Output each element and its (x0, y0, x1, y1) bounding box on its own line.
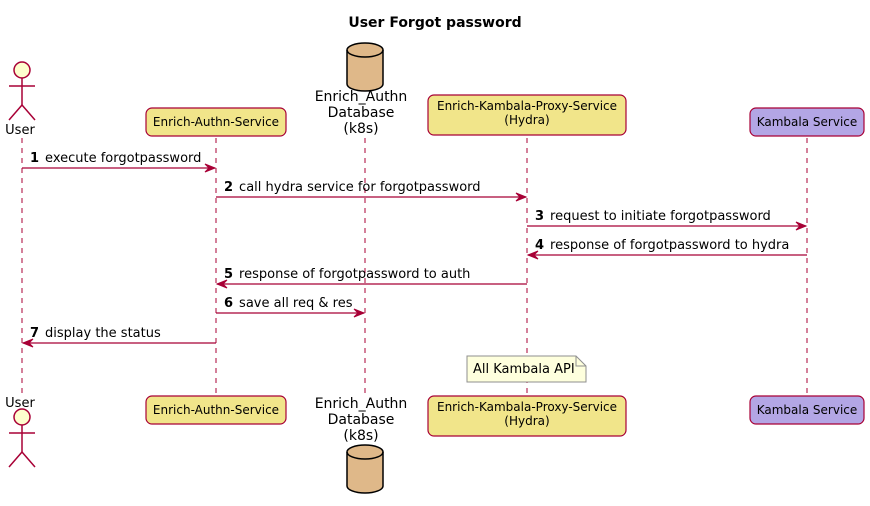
arrowhead-icon (526, 250, 539, 260)
participant-proxy-foot: Enrich-Kambala-Proxy-Service(Hydra) (427, 395, 627, 437)
lifelines (21, 138, 808, 395)
actor-icon (8, 408, 36, 468)
participant-label: (Hydra) (504, 414, 549, 428)
participant-authn-head: Enrich-Authn-Service (145, 107, 287, 137)
arrowhead-icon (795, 221, 808, 231)
participant-box (749, 395, 865, 425)
participant-label: Enrich_Authn (315, 396, 408, 412)
participant-feet: User Enrich-Authn-Service Enrich_AuthnData… (5, 395, 865, 494)
participant-label: (Hydra) (504, 113, 549, 127)
participant-kambala-head: Kambala Service (749, 107, 865, 137)
participant-kambala-foot: Kambala Service (749, 395, 865, 425)
arrowhead-icon (515, 192, 528, 202)
note: All Kambala API (466, 355, 587, 383)
participant-label: User (5, 123, 35, 138)
participant-box (427, 395, 627, 437)
participant-label: User (5, 396, 35, 411)
participant-label: Enrich-Authn-Service (153, 403, 279, 417)
participant-label: (k8s) (343, 428, 378, 444)
participant-proxy-head: Enrich-Kambala-Proxy-Service(Hydra) (427, 94, 627, 136)
database-icon (346, 42, 384, 92)
note-text: All Kambala API (473, 362, 575, 377)
arrowhead-icon (353, 308, 366, 318)
note-box (466, 355, 587, 383)
participant-label: Enrich_Authn (315, 89, 408, 105)
participant-box (749, 107, 865, 137)
arrowhead-icon (204, 163, 217, 173)
participant-box (145, 107, 287, 137)
diagram-title: User Forgot password (348, 15, 521, 31)
participant-label: Kambala Service (757, 115, 858, 129)
database-icon (346, 444, 384, 494)
participant-label: Enrich-Kambala-Proxy-Service (437, 400, 617, 414)
participant-box (145, 395, 287, 425)
participant-box (427, 94, 627, 136)
participant-label: Enrich-Authn-Service (153, 115, 279, 129)
participant-user-foot: User (5, 396, 36, 468)
participant-label: Database (328, 412, 395, 428)
participant-heads: User Enrich-Authn-Service Enrich_AuthnData… (5, 42, 865, 138)
participant-label: Kambala Service (757, 403, 858, 417)
arrowhead-icon (215, 279, 228, 289)
participant-label: Enrich-Kambala-Proxy-Service (437, 99, 617, 113)
participant-user-head: User (5, 61, 36, 138)
actor-icon (8, 61, 36, 121)
participant-authn-foot: Enrich-Authn-Service (145, 395, 287, 425)
participant-label: Database (328, 105, 395, 121)
arrowhead-icon (21, 338, 34, 348)
participant-label: (k8s) (343, 121, 378, 137)
